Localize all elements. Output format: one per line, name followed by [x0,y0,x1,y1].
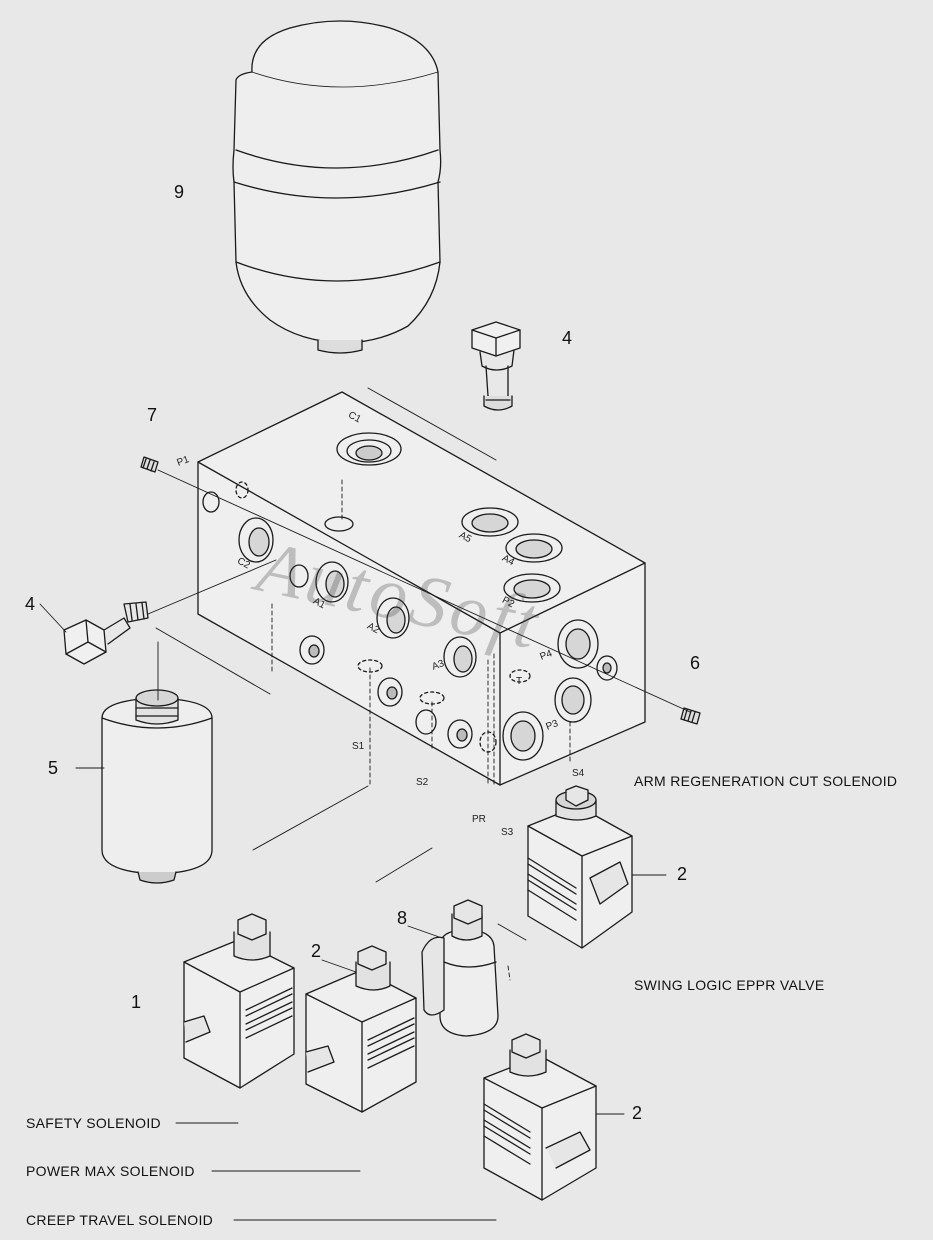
callout-4-top: 4 [562,328,573,348]
callout-2-right: 2 [677,864,688,884]
caption-swing-logic-eppr-valve: SWING LOGIC EPPR VALVE [634,977,825,993]
bolt-part-4-left [63,601,149,665]
port-label-s2: S2 [416,777,429,788]
callout-9: 9 [174,182,185,202]
solenoid-part-2-bottom [483,1033,597,1201]
caption-arm-regeneration-cut-solenoid: ARM REGENERATION CUT SOLENOID [634,773,898,789]
port-label-t: T [516,676,523,687]
callout-6: 6 [690,653,701,673]
port-label-pr: PR [472,814,486,825]
callout-7: 7 [147,405,158,425]
bolt-part-4-top [471,321,521,411]
accumulator-part-9 [232,20,442,354]
callout-4-left: 4 [25,594,36,614]
leader-lines [39,387,691,1221]
callout-8: 8 [397,908,408,928]
solenoid-part-1 [183,913,295,1089]
eppr-valve-part-8 [421,899,499,1037]
filter-part-5 [101,689,213,884]
solenoid-part-2-right [527,785,633,949]
port-label-s4: S4 [572,768,585,779]
plug-part-6 [680,707,701,725]
valve-block [197,391,646,786]
callout-1: 1 [131,992,142,1012]
callout-5: 5 [48,758,59,778]
callout-2-middle: 2 [311,941,322,961]
port-label-s3: S3 [501,827,514,838]
caption-safety-solenoid: SAFETY SOLENOID [26,1115,161,1131]
plug-part-7 [140,456,159,473]
port-label-s1: S1 [352,741,365,752]
callout-2-bottom: 2 [632,1103,643,1123]
caption-power-max-solenoid: POWER MAX SOLENOID [26,1163,195,1179]
solenoid-part-2-middle [305,945,417,1113]
caption-creep-travel-solenoid: CREEP TRAVEL SOLENOID [26,1212,214,1228]
